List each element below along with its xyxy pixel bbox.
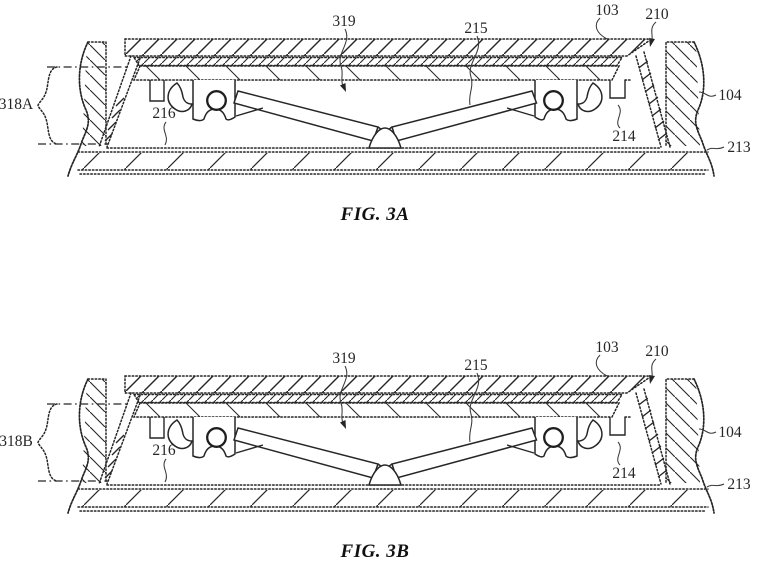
mechanism-instance: [36, 353, 726, 515]
ref-label-215: 215: [464, 357, 488, 374]
ref-label-319: 319: [332, 13, 356, 30]
ref-label-214: 214: [612, 128, 636, 145]
mechanism-instance: [36, 16, 726, 178]
ref-label-103: 103: [595, 2, 619, 19]
ref-label-318A: 318A: [0, 96, 34, 113]
ref-label-104: 104: [718, 424, 742, 441]
ref-label-216: 216: [152, 442, 176, 459]
ref-label-104: 104: [718, 87, 742, 104]
ref-label-213: 213: [727, 476, 751, 493]
ref-label-210: 210: [645, 6, 669, 23]
ref-label-210: 210: [645, 343, 669, 360]
figure-caption-3b: FIG. 3B: [340, 541, 410, 562]
ref-label-103: 103: [595, 339, 619, 356]
figure-caption-3a: FIG. 3A: [340, 204, 410, 225]
figure-3a: 319 215 103 210 104 213 214 216 318A FIG…: [0, 2, 751, 225]
ref-label-318B: 318B: [0, 433, 33, 450]
ref-label-319: 319: [332, 350, 356, 367]
ref-label-215: 215: [464, 20, 488, 37]
ref-label-213: 213: [727, 139, 751, 156]
ref-label-214: 214: [612, 465, 636, 482]
figure-3b: 319 215 103 210 104 213 214 216 318B FIG…: [0, 339, 751, 562]
ref-label-216: 216: [152, 105, 176, 122]
